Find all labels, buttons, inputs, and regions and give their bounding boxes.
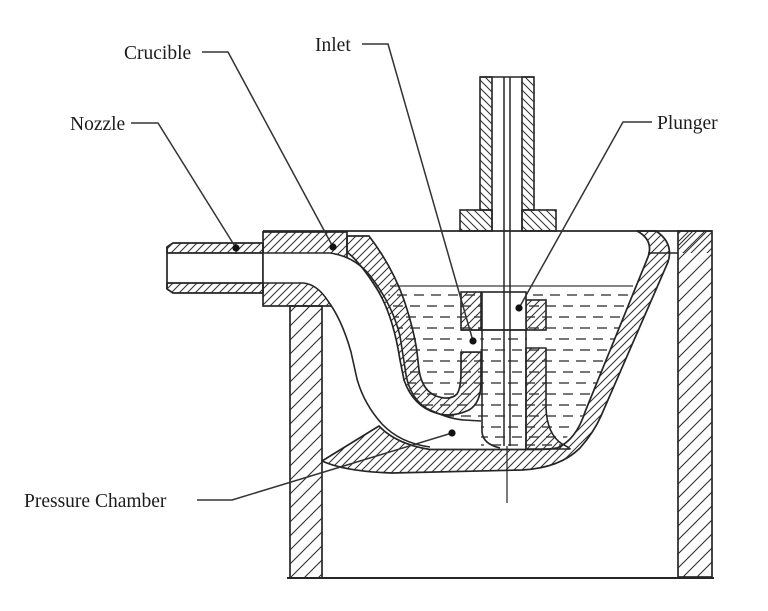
- leader-plunger: [518, 121, 652, 309]
- guide-tube-left-wall: [479, 76, 493, 211]
- flange-left: [459, 209, 493, 232]
- flange-right: [521, 209, 557, 232]
- pot-left-wall: [289, 305, 323, 579]
- leader-pressure-chamber: [197, 432, 453, 501]
- furnace-pot-walls: [287, 230, 714, 579]
- dot-inlet: [469, 337, 477, 345]
- label-plunger: Plunger: [657, 113, 718, 134]
- pressure-cylinder: [460, 291, 571, 450]
- label-inlet: Inlet: [315, 35, 351, 56]
- leader-nozzle: [131, 122, 237, 249]
- dot-crucible: [329, 243, 337, 251]
- nozzle-top-wall: [166, 242, 264, 254]
- nozzle-tube: [166, 242, 264, 294]
- leader-crucible: [202, 51, 334, 248]
- label-pressure-chamber: Pressure Chamber: [24, 491, 167, 512]
- labels: Nozzle Crucible Inlet Plunger Pressure C…: [24, 35, 718, 512]
- leader-lines: [131, 43, 652, 501]
- cylinder-bore-left-line: [481, 330, 501, 449]
- dot-nozzle: [232, 244, 240, 252]
- pot-right-wall: [677, 230, 713, 578]
- cylinder-right-wall-gap: [526, 331, 546, 348]
- plunger-assembly: [459, 76, 557, 503]
- nozzle-bottom-wall: [166, 282, 264, 294]
- dot-plunger: [515, 304, 523, 312]
- label-nozzle: Nozzle: [70, 114, 125, 135]
- cylinder-right-wall-upper: [525, 299, 547, 331]
- pot-right-corner: [678, 231, 712, 253]
- plunger-rod: [503, 77, 511, 503]
- guide-tube-right-wall: [521, 76, 535, 211]
- label-crucible: Crucible: [124, 43, 191, 64]
- cylinder-right-wall-lower: [525, 347, 571, 450]
- dot-pressure-chamber: [448, 429, 456, 437]
- gooseneck-channel: [263, 253, 481, 448]
- leader-dots: [232, 243, 523, 437]
- leader-inlet: [362, 43, 474, 342]
